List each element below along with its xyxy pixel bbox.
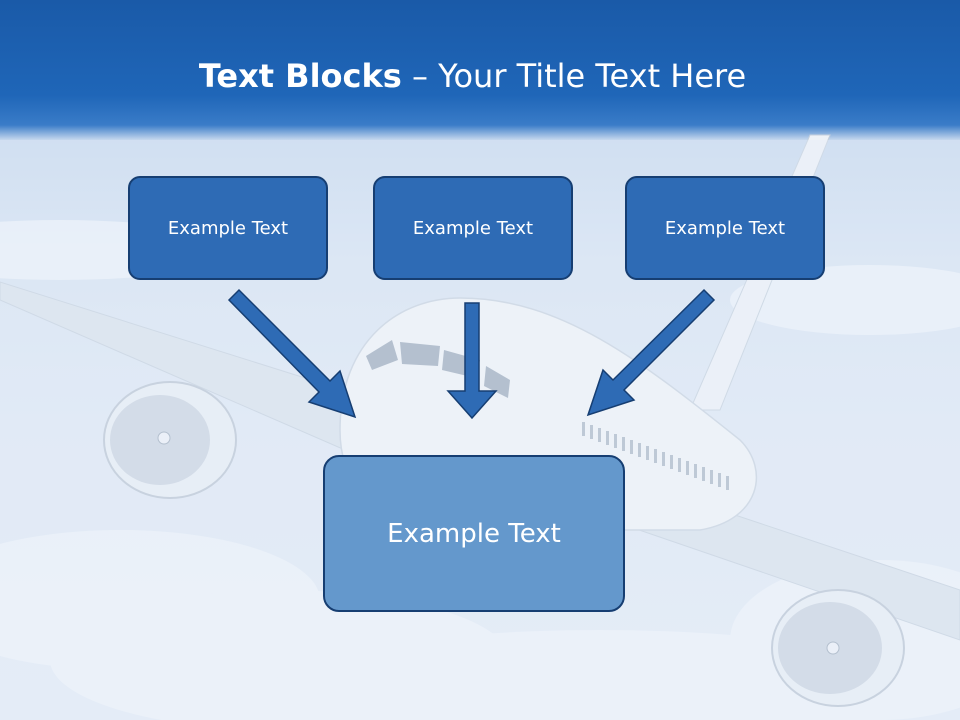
text-block-main[interactable]: Example Text xyxy=(323,455,625,612)
text-block-main-label: Example Text xyxy=(387,518,561,549)
title-regular: Your Title Text Here xyxy=(438,57,747,95)
left-engine xyxy=(103,381,237,499)
text-block-left-label: Example Text xyxy=(167,217,289,239)
down-arrow-icon[interactable] xyxy=(586,288,716,417)
text-block-left[interactable]: Example Text xyxy=(128,176,328,280)
text-block-right[interactable]: Example Text xyxy=(625,176,825,280)
title-separator: – xyxy=(401,57,439,95)
passenger-windows xyxy=(582,422,729,490)
slide-title: Text Blocks – Your Title Text Here xyxy=(0,52,945,100)
text-block-middle[interactable]: Example Text xyxy=(373,176,573,280)
right-engine xyxy=(771,589,905,707)
down-arrow-icon[interactable] xyxy=(227,288,357,419)
text-block-middle-label: Example Text xyxy=(412,217,534,239)
title-bold: Text Blocks xyxy=(198,57,402,95)
down-arrow-icon[interactable] xyxy=(446,302,498,420)
text-block-right-label: Example Text xyxy=(664,217,786,239)
